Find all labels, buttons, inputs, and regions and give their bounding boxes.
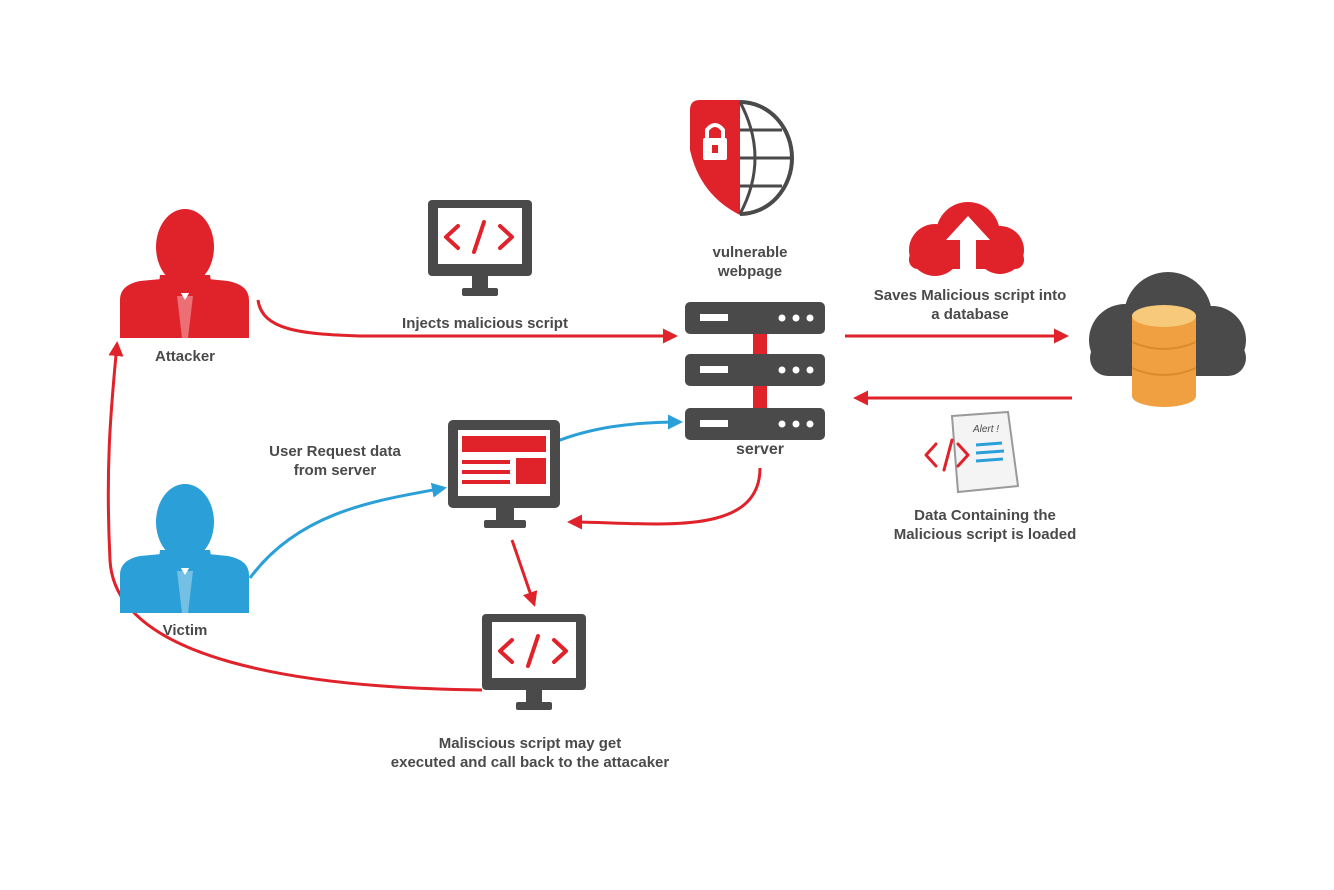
injects-label: Injects malicious script bbox=[402, 315, 568, 332]
server-stack-icon bbox=[685, 302, 825, 440]
attacker-label: Attacker bbox=[154, 348, 216, 365]
server-response-arrow bbox=[567, 467, 762, 530]
saves-line-1: Saves Malicious script into bbox=[873, 287, 1067, 304]
saves-label: Saves Malicious script into a database bbox=[840, 286, 1100, 324]
server-label: server bbox=[735, 441, 785, 458]
user-request-line-2: from server bbox=[293, 462, 377, 479]
executed-label: Maliscious script may get executed and c… bbox=[340, 734, 720, 772]
vulnerable-webpage-label: vulnerable webpage bbox=[690, 243, 810, 281]
executed-code-monitor-icon bbox=[482, 614, 586, 710]
saves-line-2: a database bbox=[931, 306, 1009, 323]
callback-arrow bbox=[106, 341, 483, 692]
code-monitor-icon bbox=[428, 200, 532, 296]
executed-line-2: executed and call back to the attacaker bbox=[390, 754, 670, 771]
victim-label: Victim bbox=[162, 622, 208, 639]
code-document-icon bbox=[924, 410, 1020, 494]
data-loaded-label: Data Containing the Malicious script is … bbox=[860, 506, 1110, 544]
victim-person-icon bbox=[120, 484, 249, 613]
data-line-2: Malicious script is loaded bbox=[893, 526, 1077, 543]
data-line-1: Data Containing the bbox=[914, 507, 1056, 524]
vulnerable-line-1: vulnerable bbox=[712, 244, 788, 261]
executed-line-1: Maliscious script may get bbox=[438, 735, 622, 752]
webpage-monitor-icon bbox=[448, 420, 560, 528]
vulnerable-line-2: webpage bbox=[717, 263, 783, 280]
attacker-person-icon bbox=[120, 209, 249, 338]
cloud-database-icon bbox=[1089, 272, 1246, 407]
shield-globe-icon bbox=[690, 100, 794, 216]
user-request-line-1: User Request data bbox=[269, 443, 401, 460]
doc-alert-text: Alert ! bbox=[972, 424, 999, 435]
request-to-server-arrow bbox=[554, 414, 683, 444]
inject-arrow bbox=[256, 299, 678, 344]
execute-arrow bbox=[510, 539, 538, 607]
user-request-label: User Request data from server bbox=[240, 442, 430, 480]
cloud-upload-icon bbox=[909, 202, 1024, 276]
victim-request-arrow bbox=[248, 482, 447, 579]
